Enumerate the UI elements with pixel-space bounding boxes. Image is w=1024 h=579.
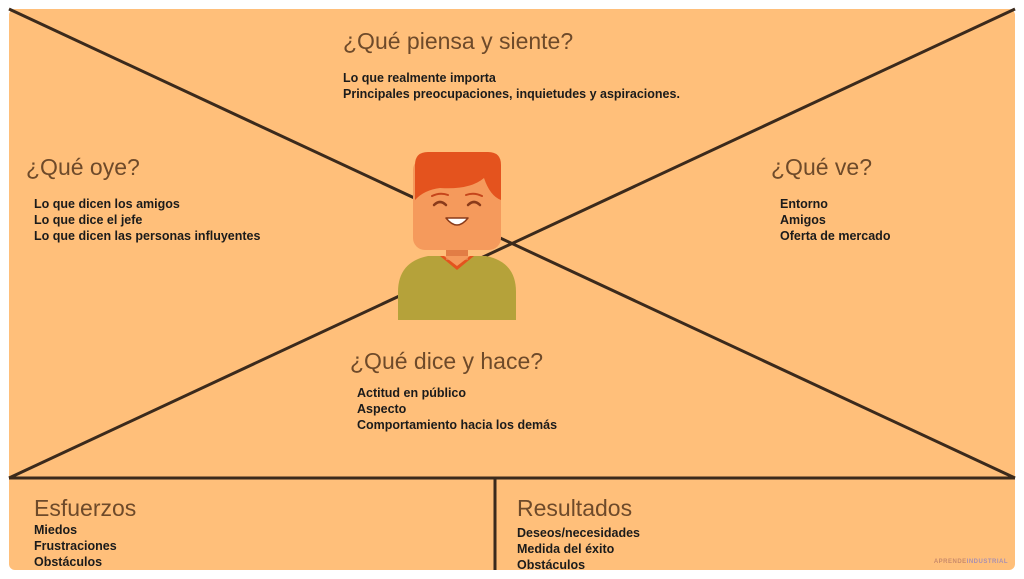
list-item: Oferta de mercado	[780, 229, 891, 243]
thinks-feels-title: ¿Qué piensa y siente?	[343, 28, 574, 54]
list-item: Lo que dicen las personas influyentes	[34, 229, 261, 243]
list-item: Frustraciones	[34, 539, 117, 553]
list-item: Entorno	[780, 197, 828, 211]
watermark-part-2: INDUSTRIAL	[966, 559, 1008, 565]
pains-title: Esfuerzos	[34, 495, 137, 521]
pains-list: Miedos Frustraciones Obstáculos	[34, 522, 117, 570]
list-item: Medida del éxito	[517, 542, 615, 556]
hears-list: Lo que dicen los amigos Lo que dice el j…	[34, 196, 260, 244]
watermark-part-1: APRENDE	[933, 559, 967, 565]
list-item: Amigos	[780, 213, 826, 227]
list-item: Deseos/necesidades	[517, 526, 640, 540]
watermark-logo: APRENDEINDUSTRIAL	[934, 559, 1008, 565]
list-item: Aspecto	[357, 402, 407, 416]
diagonal-line-2	[8, 7, 1016, 480]
list-item: Principales preocupaciones, inquietudes …	[343, 87, 680, 101]
says-does-list: Actitud en público Aspecto Comportamient…	[357, 385, 557, 433]
list-item: Miedos	[34, 523, 78, 537]
list-item: Obstáculos	[34, 555, 103, 569]
list-item: Obstáculos	[517, 558, 586, 572]
list-item: Lo que dice el jefe	[34, 213, 143, 227]
gains-title: Resultados	[517, 495, 633, 521]
person-avatar-icon	[398, 152, 516, 320]
sees-list: Entorno Amigos Oferta de mercado	[780, 196, 890, 244]
list-item: Lo que dicen los amigos	[34, 197, 180, 211]
thinks-feels-list: Lo que realmente importa Principales pre…	[343, 70, 680, 102]
hears-title: ¿Qué oye?	[26, 154, 140, 180]
list-item: Comportamiento hacia los demás	[357, 418, 558, 432]
list-item: Actitud en público	[357, 386, 467, 400]
sees-title: ¿Qué ve?	[771, 154, 872, 180]
list-item: Lo que realmente importa	[343, 71, 496, 85]
gains-list: Deseos/necesidades Medida del éxito Obst…	[517, 525, 640, 573]
says-does-title: ¿Qué dice y hace?	[350, 348, 544, 374]
